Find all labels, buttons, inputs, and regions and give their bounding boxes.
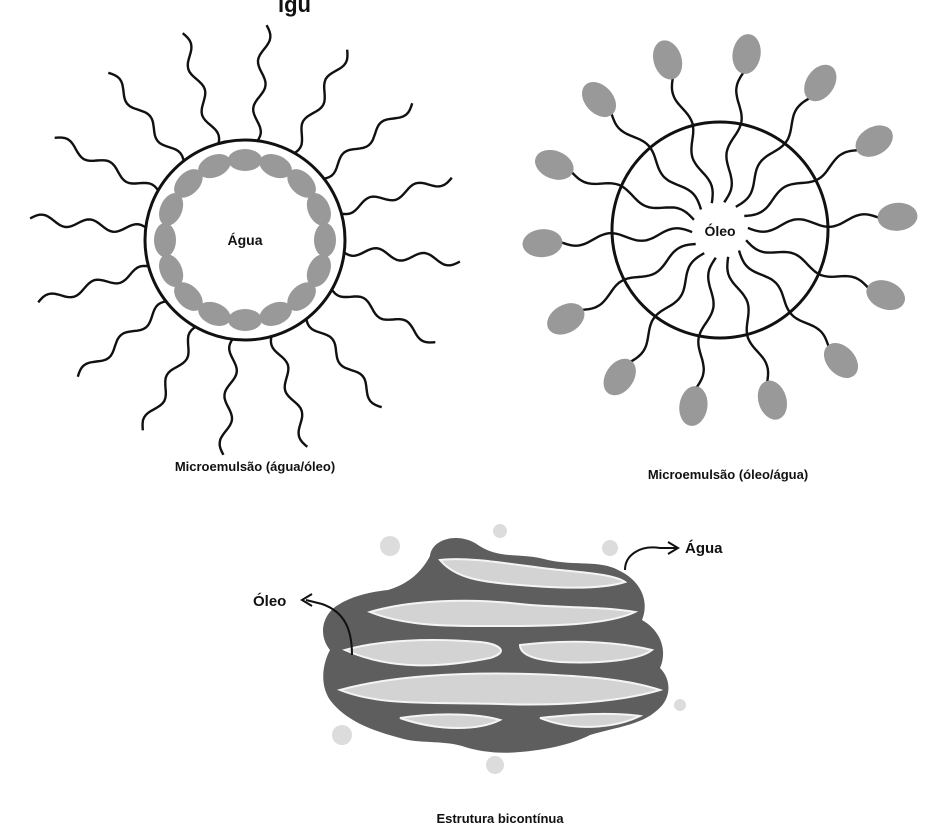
droplet xyxy=(380,536,400,556)
figure-heading-partial: igu xyxy=(278,0,311,17)
oil-core-label: Óleo xyxy=(704,222,735,239)
water-core-label: Água xyxy=(228,232,263,248)
surfactant-head xyxy=(850,119,899,163)
droplet xyxy=(602,540,618,556)
surfactant-tail xyxy=(319,103,412,179)
surfactant-head xyxy=(228,149,262,171)
surfactant-head xyxy=(531,145,578,186)
surfactant-tail xyxy=(337,178,452,214)
surfactant-head xyxy=(228,309,262,331)
surfactant-head xyxy=(677,384,711,428)
surfactant-head xyxy=(522,228,564,259)
droplet xyxy=(332,725,352,745)
droplet xyxy=(674,699,686,711)
surfactant-tail xyxy=(560,228,692,245)
surfactant-tail xyxy=(724,72,744,203)
surfactant-tail xyxy=(143,325,200,431)
reverse-micelle-water-in-oil: Água xyxy=(30,25,460,455)
surfactant-head xyxy=(541,297,590,341)
oil-in-water-caption: Microemulsão (óleo/água) xyxy=(648,467,808,482)
surfactant-head xyxy=(817,336,865,384)
surfactant-tail xyxy=(736,98,810,207)
water-annotation-label: Água xyxy=(685,540,723,557)
surfactant-tail xyxy=(748,214,880,231)
surfactant-head xyxy=(154,223,176,257)
micelle-oil-in-water: Óleo xyxy=(522,32,919,428)
bicontinuous-caption: Estrutura bicontínua xyxy=(436,811,564,826)
surfactant-tail xyxy=(290,50,347,156)
surfactant-head xyxy=(648,37,687,83)
surfactant-tail xyxy=(220,336,237,455)
water-in-oil-caption: Microemulsão (água/óleo) xyxy=(175,459,335,474)
surfactant-tail xyxy=(630,253,704,362)
surfactant-tail xyxy=(55,138,161,195)
surfactant-tail xyxy=(306,314,382,407)
surfactant-tail xyxy=(253,25,270,144)
surfactant-tail xyxy=(696,258,716,389)
surfactant-tail xyxy=(30,215,149,232)
surfactant-head xyxy=(877,201,919,232)
surfactant-tail xyxy=(183,33,219,148)
surfactant-tail xyxy=(341,248,460,265)
droplet xyxy=(486,756,504,774)
surfactant-head xyxy=(730,32,764,76)
surfactant-tail xyxy=(78,301,171,377)
surfactant-tail xyxy=(746,240,869,288)
droplet xyxy=(493,524,507,538)
surfactant-head xyxy=(575,75,623,123)
surfactant-tail xyxy=(38,266,153,302)
bicontinuous-structure: Água Óleo xyxy=(253,524,723,774)
surfactant-head xyxy=(862,275,909,316)
water-pointer-arrow xyxy=(625,547,676,570)
surfactant-tail xyxy=(571,172,694,220)
surfactant-tail xyxy=(108,73,184,166)
surfactant-head xyxy=(753,377,792,423)
surfactant-tail xyxy=(271,332,307,447)
oil-annotation-label: Óleo xyxy=(253,592,286,610)
surfactant-head xyxy=(314,223,336,257)
surfactant-tail xyxy=(330,285,436,342)
